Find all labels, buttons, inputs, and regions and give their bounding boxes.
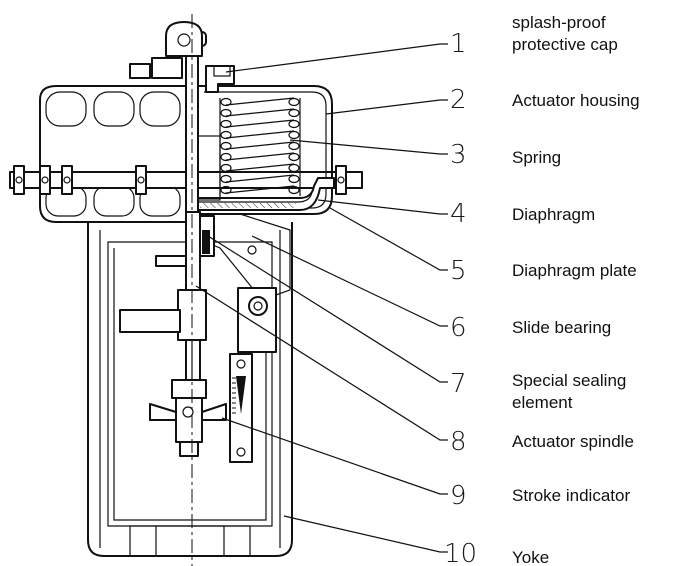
- callout-number: 10: [444, 539, 477, 566]
- spring-coil: [220, 130, 232, 140]
- spring-wire: [225, 130, 295, 139]
- spring-wire: [225, 97, 295, 106]
- spring-wire: [225, 174, 295, 183]
- callout-number: 6: [450, 313, 467, 343]
- callout-label: Diaphragm: [512, 205, 595, 224]
- callout-number: 5: [450, 256, 467, 286]
- callout-9: 9 Stroke indicator: [450, 481, 630, 511]
- lower-case-left: [39, 85, 187, 223]
- callout-8: 8 Actuator spindle: [450, 427, 634, 457]
- spring-coil: [220, 174, 232, 184]
- callout-number: 4: [450, 199, 467, 229]
- callout-4: 4 Diaphragm: [450, 199, 595, 229]
- callout-1: 1 splash-proof protective cap: [450, 13, 618, 59]
- spring-coil: [220, 152, 232, 162]
- callout-number: 8: [450, 427, 467, 457]
- callout-number: 1: [450, 29, 467, 59]
- callout-number: 7: [450, 369, 467, 399]
- callout-label: Slide bearing: [512, 318, 611, 337]
- flange-bolts: [13, 165, 347, 195]
- spring-wire: [225, 141, 295, 150]
- spring-coil: [220, 119, 232, 129]
- callout-label: Actuator housing: [512, 91, 640, 110]
- callout-label: Stroke indicator: [512, 486, 630, 505]
- callout-label: protective cap: [512, 35, 618, 54]
- callout-label: Actuator spindle: [512, 432, 634, 451]
- callout-5: 5 Diaphragm plate: [450, 256, 637, 286]
- callout-label: Spring: [512, 148, 561, 167]
- callout-label: Yoke: [512, 548, 549, 566]
- spring-wire: [225, 119, 295, 128]
- callout-6: 6 Slide bearing: [450, 313, 611, 343]
- spring-coil: [220, 185, 232, 195]
- yoke-frame: [87, 222, 293, 557]
- callout-number: 3: [450, 140, 467, 170]
- coupling-assembly: [149, 379, 227, 457]
- spring-wire: [225, 152, 295, 161]
- callout-label: Special sealing: [512, 371, 626, 390]
- callout-label: Diaphragm plate: [512, 261, 637, 280]
- callout-10: 10 Yoke: [444, 539, 549, 566]
- callout-label: splash-proof: [512, 13, 606, 32]
- spring-coil: [288, 97, 300, 107]
- callout-3: 3 Spring: [450, 140, 561, 170]
- callout-number: 9: [450, 481, 467, 511]
- spring-coil: [288, 163, 300, 173]
- spring-coil: [288, 119, 300, 129]
- splash-proof-cap: [205, 65, 235, 93]
- callout-7: 7 Special sealing element: [450, 369, 626, 412]
- actuator-housing: [196, 85, 333, 215]
- callout-number: 2: [450, 85, 467, 115]
- spring-coil: [220, 141, 232, 151]
- cross-section-drawing: [9, 14, 363, 566]
- stroke-scale: [229, 353, 253, 463]
- spring-coil: [220, 163, 232, 173]
- callout-label: element: [512, 393, 573, 412]
- spring: [219, 97, 301, 196]
- spring-coil: [288, 152, 300, 162]
- spring-coil: [288, 130, 300, 140]
- leader-lines: [195, 43, 448, 553]
- spring-coil: [220, 97, 232, 107]
- spring-wire: [225, 108, 295, 117]
- spring-coil: [288, 141, 300, 151]
- spring-coil: [288, 108, 300, 118]
- spring-coil: [220, 108, 232, 118]
- spring-wire: [225, 185, 295, 194]
- spring-wire: [225, 163, 295, 172]
- callout-2: 2 Actuator housing: [450, 85, 640, 115]
- top-eyelet: [165, 21, 203, 57]
